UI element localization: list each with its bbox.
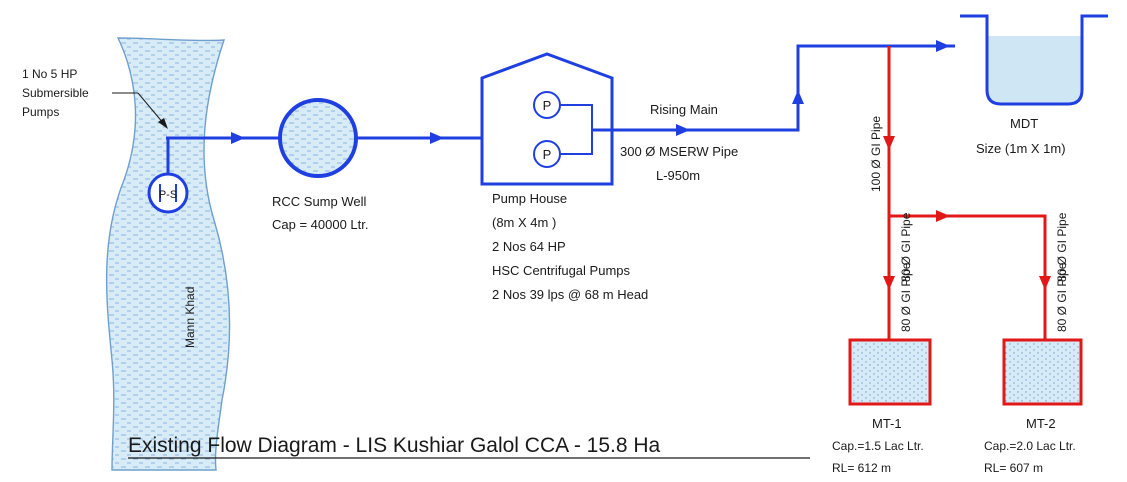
pump-2-label: P bbox=[543, 147, 552, 162]
mt1-name: MT-1 bbox=[872, 416, 902, 431]
pipe-to-sump bbox=[166, 132, 282, 144]
branch-2-label: 80 Ø GI Pipe bbox=[1055, 212, 1069, 282]
pump-house-label-2: (8m X 4m ) bbox=[492, 215, 556, 230]
sump-well-icon bbox=[278, 98, 358, 178]
river-khad: Mann Khad bbox=[105, 37, 231, 471]
flow-arrow bbox=[231, 132, 245, 144]
river-body bbox=[105, 37, 231, 471]
submersible-label-1: 1 No 5 HP bbox=[22, 67, 77, 81]
mdt-water bbox=[987, 36, 1082, 104]
pump-house-label-3: 2 Nos 64 HP bbox=[492, 239, 566, 254]
submersible-label-2: Submersible bbox=[22, 86, 89, 100]
submersible-pump: P-S bbox=[147, 172, 189, 214]
submersible-label-3: Pumps bbox=[22, 105, 59, 119]
sump-label-1: RCC Sump Well bbox=[272, 194, 367, 209]
mt1-icon bbox=[848, 338, 932, 406]
river-label: Mann Khad bbox=[183, 287, 197, 348]
pipe-to-pump-house bbox=[356, 132, 482, 144]
flow-arrow bbox=[936, 210, 950, 222]
diagram-title-group: Existing Flow Diagram - LIS Kushiar Galo… bbox=[128, 434, 810, 459]
mt2-name: MT-2 bbox=[1026, 416, 1056, 431]
pump-house: P P Pump House (8m X 4m ) 2 Nos 64 HP HS… bbox=[480, 52, 648, 302]
flow-arrow bbox=[676, 124, 690, 136]
mdt-label-2: Size (1m X 1m) bbox=[976, 141, 1066, 156]
main-down-pipe-label: 100 Ø GI Pipe bbox=[869, 116, 883, 192]
mt1-cap: Cap.=1.5 Lac Ltr. bbox=[832, 439, 924, 453]
branch-1-label-dup: 80 Ø GI Pipe bbox=[899, 262, 913, 332]
pump-house-label-5: 2 Nos 39 lps @ 68 m Head bbox=[492, 287, 648, 302]
flow-arrow bbox=[883, 276, 895, 290]
flow-arrow bbox=[430, 132, 444, 144]
sump-well: RCC Sump Well Cap = 40000 Ltr. bbox=[272, 98, 369, 232]
pump-house-label-1: Pump House bbox=[492, 191, 567, 206]
flow-arrow bbox=[792, 90, 804, 104]
branch-1-label: 80 Ø GI Pipe bbox=[899, 212, 913, 282]
mdt-outline bbox=[960, 14, 1108, 106]
mt2-rl: RL= 607 m bbox=[984, 461, 1043, 475]
rising-main-pipe: 300 Ø MSERW Pipe bbox=[620, 144, 738, 159]
flow-arrow bbox=[936, 40, 950, 52]
branch-2-label-dup: 80 Ø GI Pipe bbox=[1055, 262, 1069, 332]
distribution-network: 100 Ø GI Pipe 80 Ø GI Pipe 80 Ø GI Pipe … bbox=[869, 46, 1069, 340]
pump-1-label: P bbox=[543, 98, 552, 113]
submersible-callout: 1 No 5 HP Submersible Pumps bbox=[22, 67, 168, 129]
mt2-icon bbox=[1002, 338, 1083, 406]
rising-main-label: Rising Main bbox=[650, 102, 718, 117]
pump-house-label-4: HSC Centrifugal Pumps bbox=[492, 263, 630, 278]
submersible-pump-symbol: P-S bbox=[159, 189, 177, 201]
flow-arrow bbox=[1039, 276, 1051, 290]
leader-arrowhead bbox=[158, 118, 168, 129]
tank-mt1: MT-1 Cap.=1.5 Lac Ltr. RL= 612 m bbox=[832, 338, 932, 475]
tank-mt2: MT-2 Cap.=2.0 Lac Ltr. RL= 607 m bbox=[984, 338, 1083, 475]
mdt-tank: MDT Size (1m X 1m) bbox=[960, 14, 1108, 156]
sump-label-2: Cap = 40000 Ltr. bbox=[272, 217, 369, 232]
rising-main-length: L-950m bbox=[656, 168, 700, 183]
diagram-title: Existing Flow Diagram - LIS Kushiar Galo… bbox=[128, 434, 661, 457]
mdt-label-1: MDT bbox=[1010, 116, 1038, 131]
mt1-rl: RL= 612 m bbox=[832, 461, 891, 475]
mt2-cap: Cap.=2.0 Lac Ltr. bbox=[984, 439, 1076, 453]
flow-arrow bbox=[883, 136, 895, 150]
rising-main: Rising Main 300 Ø MSERW Pipe L-950m bbox=[612, 40, 955, 183]
